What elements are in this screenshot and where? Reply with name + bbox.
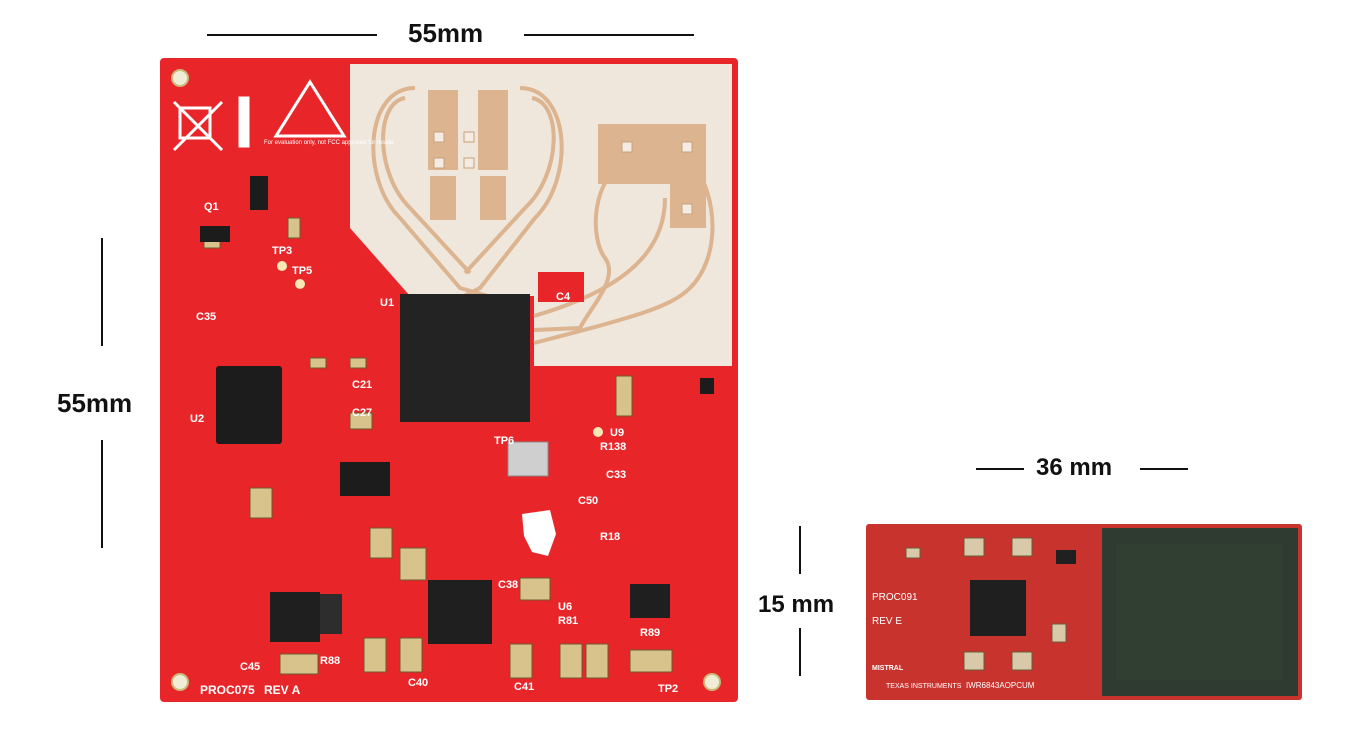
- passive-components: [203, 217, 673, 679]
- label-tp5: TP5: [292, 265, 312, 277]
- label-r23: C33: [606, 469, 626, 481]
- small-board-maker: TEXAS INSTRUMENTS: [886, 683, 962, 690]
- label-r81: R88: [320, 655, 340, 667]
- large-board-height-label: 55mm: [57, 388, 133, 418]
- label-u2: U2: [190, 413, 204, 425]
- small-width-line-left: [976, 468, 1024, 470]
- small-board-width-label: 36 mm: [1036, 454, 1113, 481]
- label-u1: U1: [380, 297, 394, 309]
- label-q1: Q1: [204, 201, 219, 213]
- label-l5: C40: [408, 677, 428, 689]
- small-radar-board-photo: PROC091 REV E MISTRAL TEXAS INSTRUMENTS …: [866, 524, 1302, 700]
- small-height-line-top: [799, 526, 801, 574]
- label-r18: R18: [600, 531, 620, 543]
- label-c38: R81: [558, 615, 578, 627]
- label-c54: U6: [558, 601, 572, 613]
- label-l4: C41: [514, 681, 534, 693]
- mounting-holes: [171, 69, 721, 691]
- height-dimension-line-top: [101, 238, 103, 346]
- regulator: [320, 594, 342, 634]
- warning-text: For evaluation only, not FCC approved fo…: [264, 140, 395, 146]
- small-board-revision: REV E: [872, 616, 902, 627]
- crystal-y1: [507, 441, 549, 477]
- small-ic: [1056, 550, 1076, 564]
- label-c4: C4: [556, 291, 571, 303]
- label-y1: TP6: [494, 435, 514, 447]
- large-radar-board-photo: For evaluation only, not FCC approved fo…: [160, 58, 738, 702]
- label-c15: U9: [610, 427, 624, 439]
- small-width-line-right: [1140, 468, 1188, 470]
- chip-u2: [216, 366, 282, 444]
- small-components: [905, 537, 1067, 671]
- large-board-revision: REV A: [264, 683, 301, 697]
- large-board-id: PROC075: [200, 683, 255, 697]
- label-c45: C45: [240, 661, 260, 673]
- ti-logo: [522, 510, 556, 556]
- small-board-id: PROC091: [872, 592, 918, 603]
- antenna-traces: [371, 86, 715, 345]
- height-dimension-line-bottom: [101, 440, 103, 548]
- label-c32: C50: [578, 495, 598, 507]
- antenna-pads: [433, 131, 693, 215]
- chip-u5: [270, 592, 320, 642]
- label-tp3: TP3: [272, 245, 292, 257]
- antenna-patches: [428, 90, 706, 228]
- chip-u6: [630, 584, 670, 618]
- test-points: [277, 261, 603, 437]
- label-c27: C27: [352, 407, 372, 419]
- label-c35: C35: [196, 311, 216, 323]
- width-dimension-line-right: [524, 34, 694, 36]
- label-tp6: R138: [600, 441, 626, 453]
- small-board-brand: MISTRAL: [872, 665, 904, 672]
- label-c21: C21: [352, 379, 372, 391]
- radar-chip: [970, 580, 1026, 636]
- width-dimension-line-left: [207, 34, 377, 36]
- chip-u4: [428, 580, 492, 644]
- radar-chip-u1: [400, 294, 530, 422]
- smd-black: [200, 176, 714, 496]
- small-board-part: IWR6843AOPCUM: [966, 681, 1035, 690]
- label-u6: R89: [640, 627, 660, 639]
- warning-icons: [172, 79, 347, 152]
- small-height-line-bottom: [799, 628, 801, 676]
- label-r70: TP2: [658, 683, 678, 695]
- label-u4: C38: [498, 579, 518, 591]
- small-board-height-label: 15 mm: [758, 591, 835, 618]
- large-board-width-label: 55mm: [408, 18, 484, 48]
